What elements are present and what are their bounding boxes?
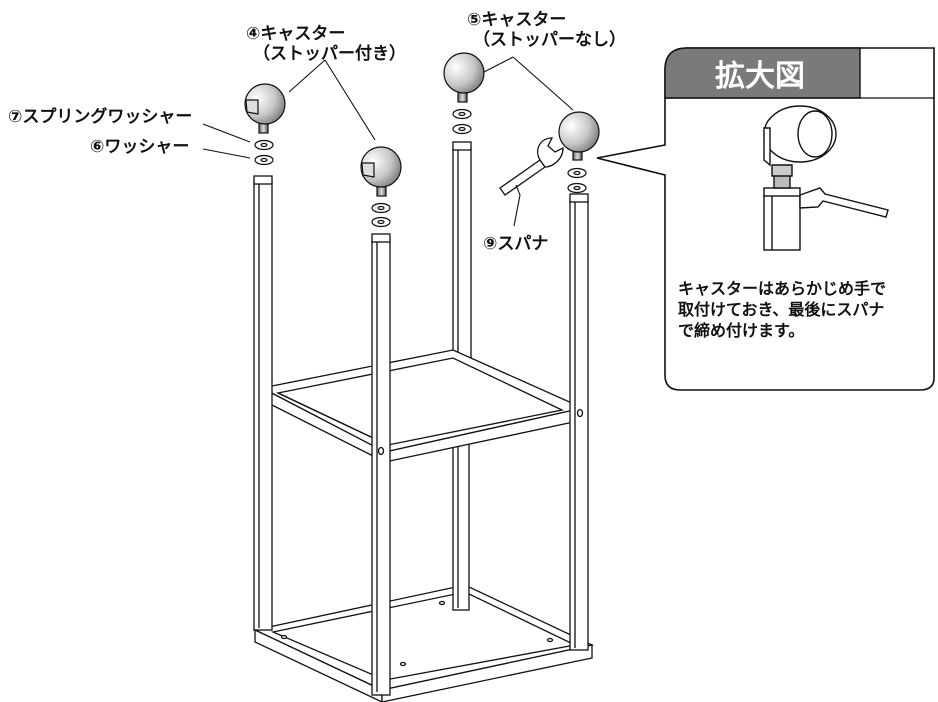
leg-back-left <box>452 141 472 379</box>
callout-text-line: キャスターはあらかじめ手で <box>678 279 887 298</box>
caster-front <box>360 146 402 197</box>
leg-front-left <box>253 175 273 631</box>
enlarged-caster <box>763 105 889 251</box>
label-spring-washer: ⑦スプリングワッシャー <box>8 107 193 127</box>
callout-text-line: 取付けておき、最後にスパナ <box>678 300 885 319</box>
table-frame <box>252 141 595 702</box>
callout-enlarged-view <box>596 47 935 391</box>
label-spanner: ⑨スパナ <box>483 234 549 254</box>
label-caster-no-stopper-2: （ストッパーなし） <box>473 30 626 50</box>
label-caster-with-stopper-2: （ストッパー付き） <box>253 44 406 64</box>
label-caster-with-stopper-1: ④キャスター <box>246 24 346 44</box>
callout-text: キャスターはあらかじめ手で 取付けておき、最後にスパナ で締め付けます。 <box>678 278 933 341</box>
leader-lines <box>202 56 574 227</box>
spanner-icon <box>499 137 564 196</box>
caster-back-left <box>443 52 485 103</box>
callout-title: 拡大図 <box>715 59 805 94</box>
leg-back-right <box>569 193 589 651</box>
leg-front <box>371 233 391 696</box>
callout-text-line: で締め付けます。 <box>678 321 805 340</box>
label-washer: ⑥ワッシャー <box>90 137 190 157</box>
base-frame <box>252 584 595 702</box>
caster-back-right <box>558 111 600 161</box>
label-caster-no-stopper-1: ⑤キャスター <box>467 10 567 30</box>
washers <box>254 108 587 228</box>
middle-frame <box>260 349 586 464</box>
caster-front-left <box>244 83 286 134</box>
